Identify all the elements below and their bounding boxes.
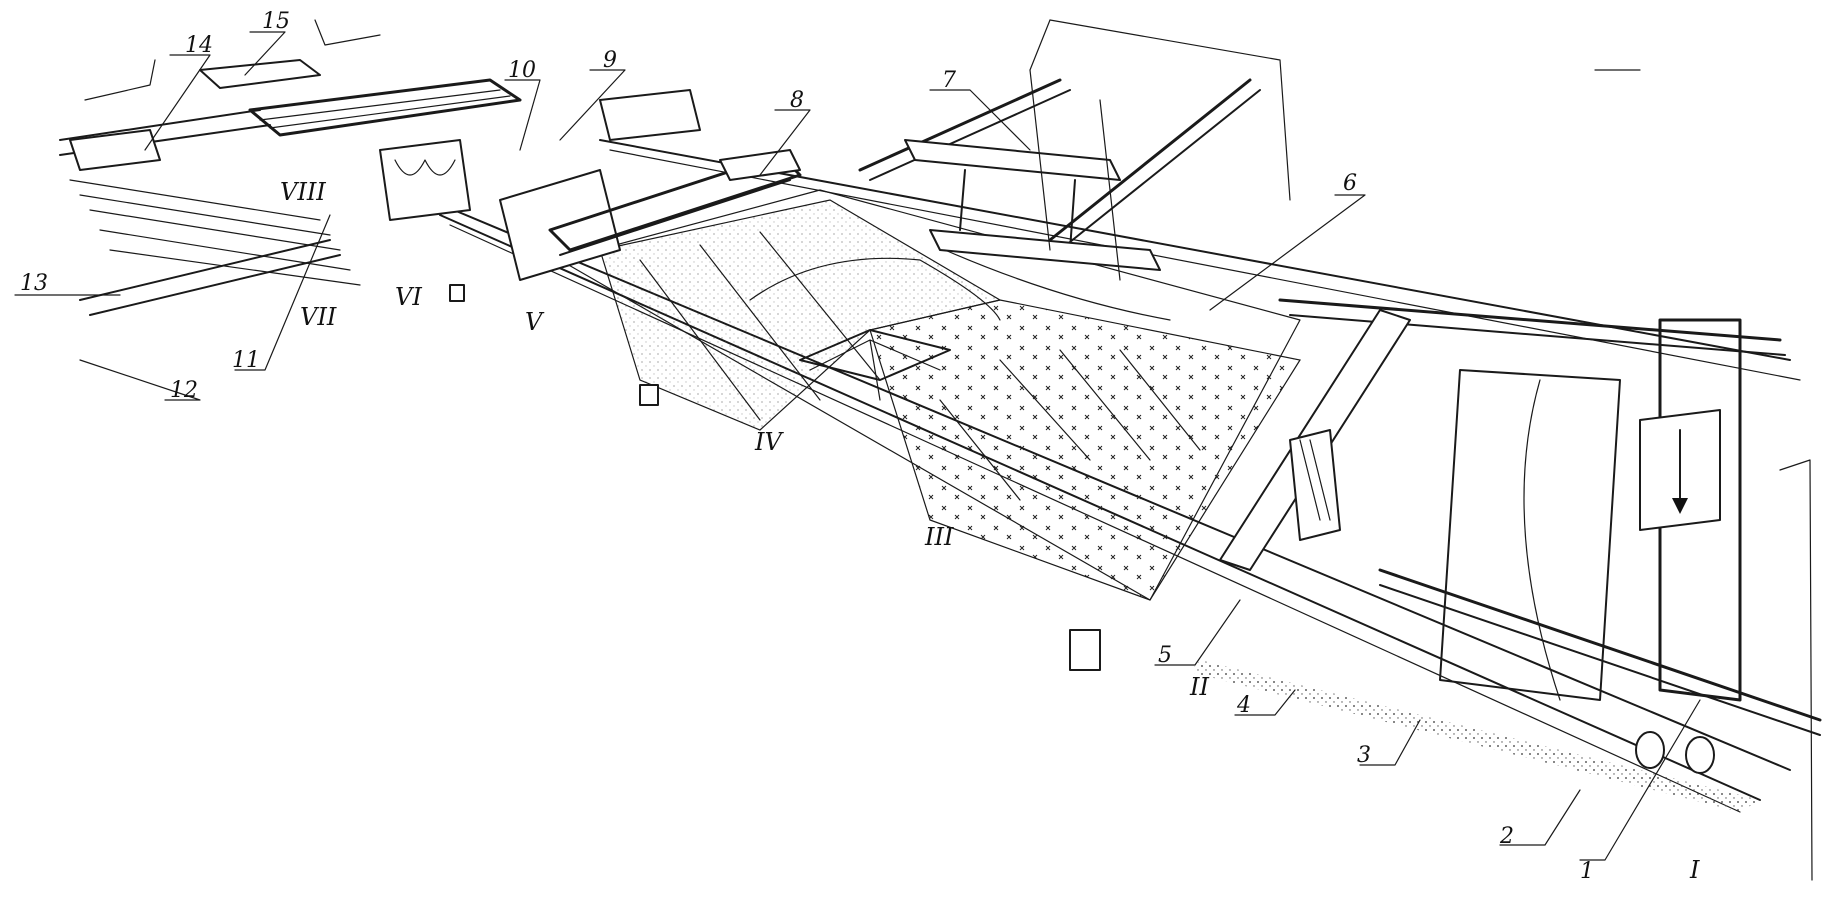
callout-15: 15 [262,9,290,34]
callout-labels: 1 2 3 4 5 6 7 8 9 10 11 12 13 14 15 [20,9,1594,884]
screeder-8 [548,149,802,256]
frame-mark [314,19,381,46]
callout-7: 7 [942,68,956,93]
zone-iii: III [924,523,954,551]
callout-13: 13 [20,271,48,296]
callout-8: 8 [790,88,804,113]
leader-lines [14,31,1701,861]
callout-14: 14 [185,33,213,58]
callout-2: 2 [1499,824,1514,849]
mould-table-zone-iii [869,299,1301,601]
callout-6: 6 [1343,171,1357,196]
callout-9: 9 [603,48,617,73]
zone-vi: VI [395,283,422,311]
gantry-5 [1219,298,1786,571]
station-i [1378,318,1822,774]
small-block [1069,629,1101,671]
callout-12: 12 [170,378,198,403]
callout-5: 5 [1158,643,1172,668]
manipulator [749,257,1001,401]
zone-viii: VIII [280,178,326,206]
small-block [449,284,465,302]
callout-4: 4 [1236,693,1251,718]
overhead-crane-7 [858,19,1291,321]
callout-1: 1 [1580,859,1594,884]
callout-11: 11 [232,348,260,373]
zone-i: I [1689,856,1700,884]
zone-v: V [525,308,545,336]
small-block [639,384,659,406]
left-stations [59,59,701,316]
callout-3: 3 [1357,743,1371,768]
zone-vii: VII [300,303,337,331]
callout-10: 10 [508,58,536,83]
frame-mark [84,59,156,101]
zone-labels: I II III IV V VI VII VIII [280,178,1700,884]
zone-ii: II [1189,673,1209,701]
zone-iv: IV [754,428,784,456]
frame-mark [1779,459,1813,881]
